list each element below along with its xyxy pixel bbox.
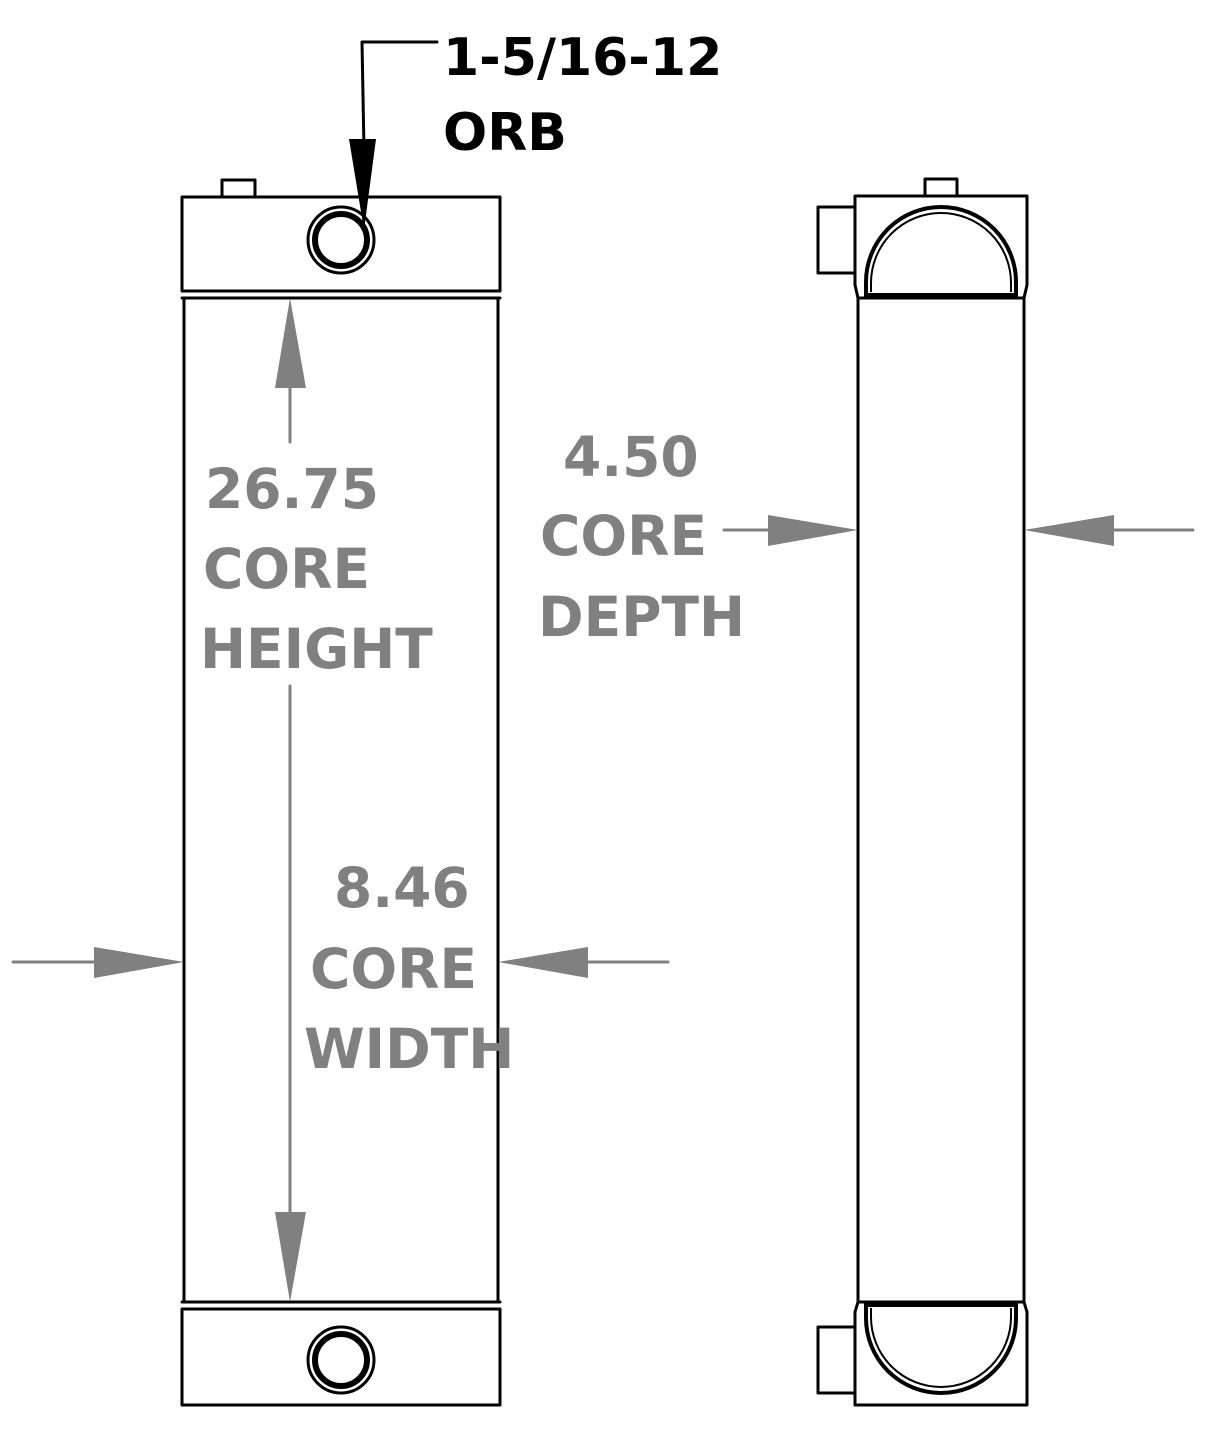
depth-dimension: 4.50 CORE DEPTH xyxy=(538,425,1195,649)
width-label-line2: WIDTH xyxy=(304,1017,514,1081)
bottom-port-icon xyxy=(306,1325,376,1395)
width-value: 8.46 xyxy=(334,856,470,920)
width-arrow-left-icon xyxy=(498,947,588,978)
height-value: 26.75 xyxy=(205,457,379,521)
depth-label-line1: CORE xyxy=(540,504,707,568)
height-dimension: 26.75 CORE HEIGHT xyxy=(200,298,433,1302)
height-label-line2: HEIGHT xyxy=(200,617,433,681)
front-view xyxy=(180,178,502,1407)
width-arrow-right-icon xyxy=(94,947,184,978)
width-label-line1: CORE xyxy=(310,937,477,1001)
callout-leader-line xyxy=(360,40,439,152)
height-arrow-down-icon xyxy=(275,1212,306,1302)
callout-thread-label: 1-5/16-12 xyxy=(443,28,722,88)
front-top-tank xyxy=(180,195,502,293)
height-arrow-up-icon xyxy=(275,298,306,388)
side-view xyxy=(816,177,1029,1407)
front-top-tab xyxy=(220,178,257,199)
top-port-icon xyxy=(306,205,376,275)
depth-label-line2: DEPTH xyxy=(538,585,745,649)
callout-type-label: ORB xyxy=(443,103,567,163)
side-top-boss xyxy=(816,205,857,275)
port-callout: 1-5/16-12 ORB xyxy=(349,28,722,230)
front-bottom-tank xyxy=(180,1307,502,1407)
side-bottom-header xyxy=(853,1300,1029,1407)
callout-arrow-icon xyxy=(349,139,376,230)
depth-arrow-right-icon xyxy=(768,515,858,546)
side-bottom-dome-icon xyxy=(864,1303,1018,1395)
side-bottom-boss xyxy=(816,1325,857,1395)
height-label-line1: CORE xyxy=(203,537,370,601)
depth-arrow-left-icon xyxy=(1024,515,1114,546)
side-top-dome-icon xyxy=(864,205,1018,297)
width-dimension: 8.46 CORE WIDTH xyxy=(11,856,670,1081)
depth-value: 4.50 xyxy=(563,425,699,489)
side-top-tab xyxy=(923,177,959,198)
